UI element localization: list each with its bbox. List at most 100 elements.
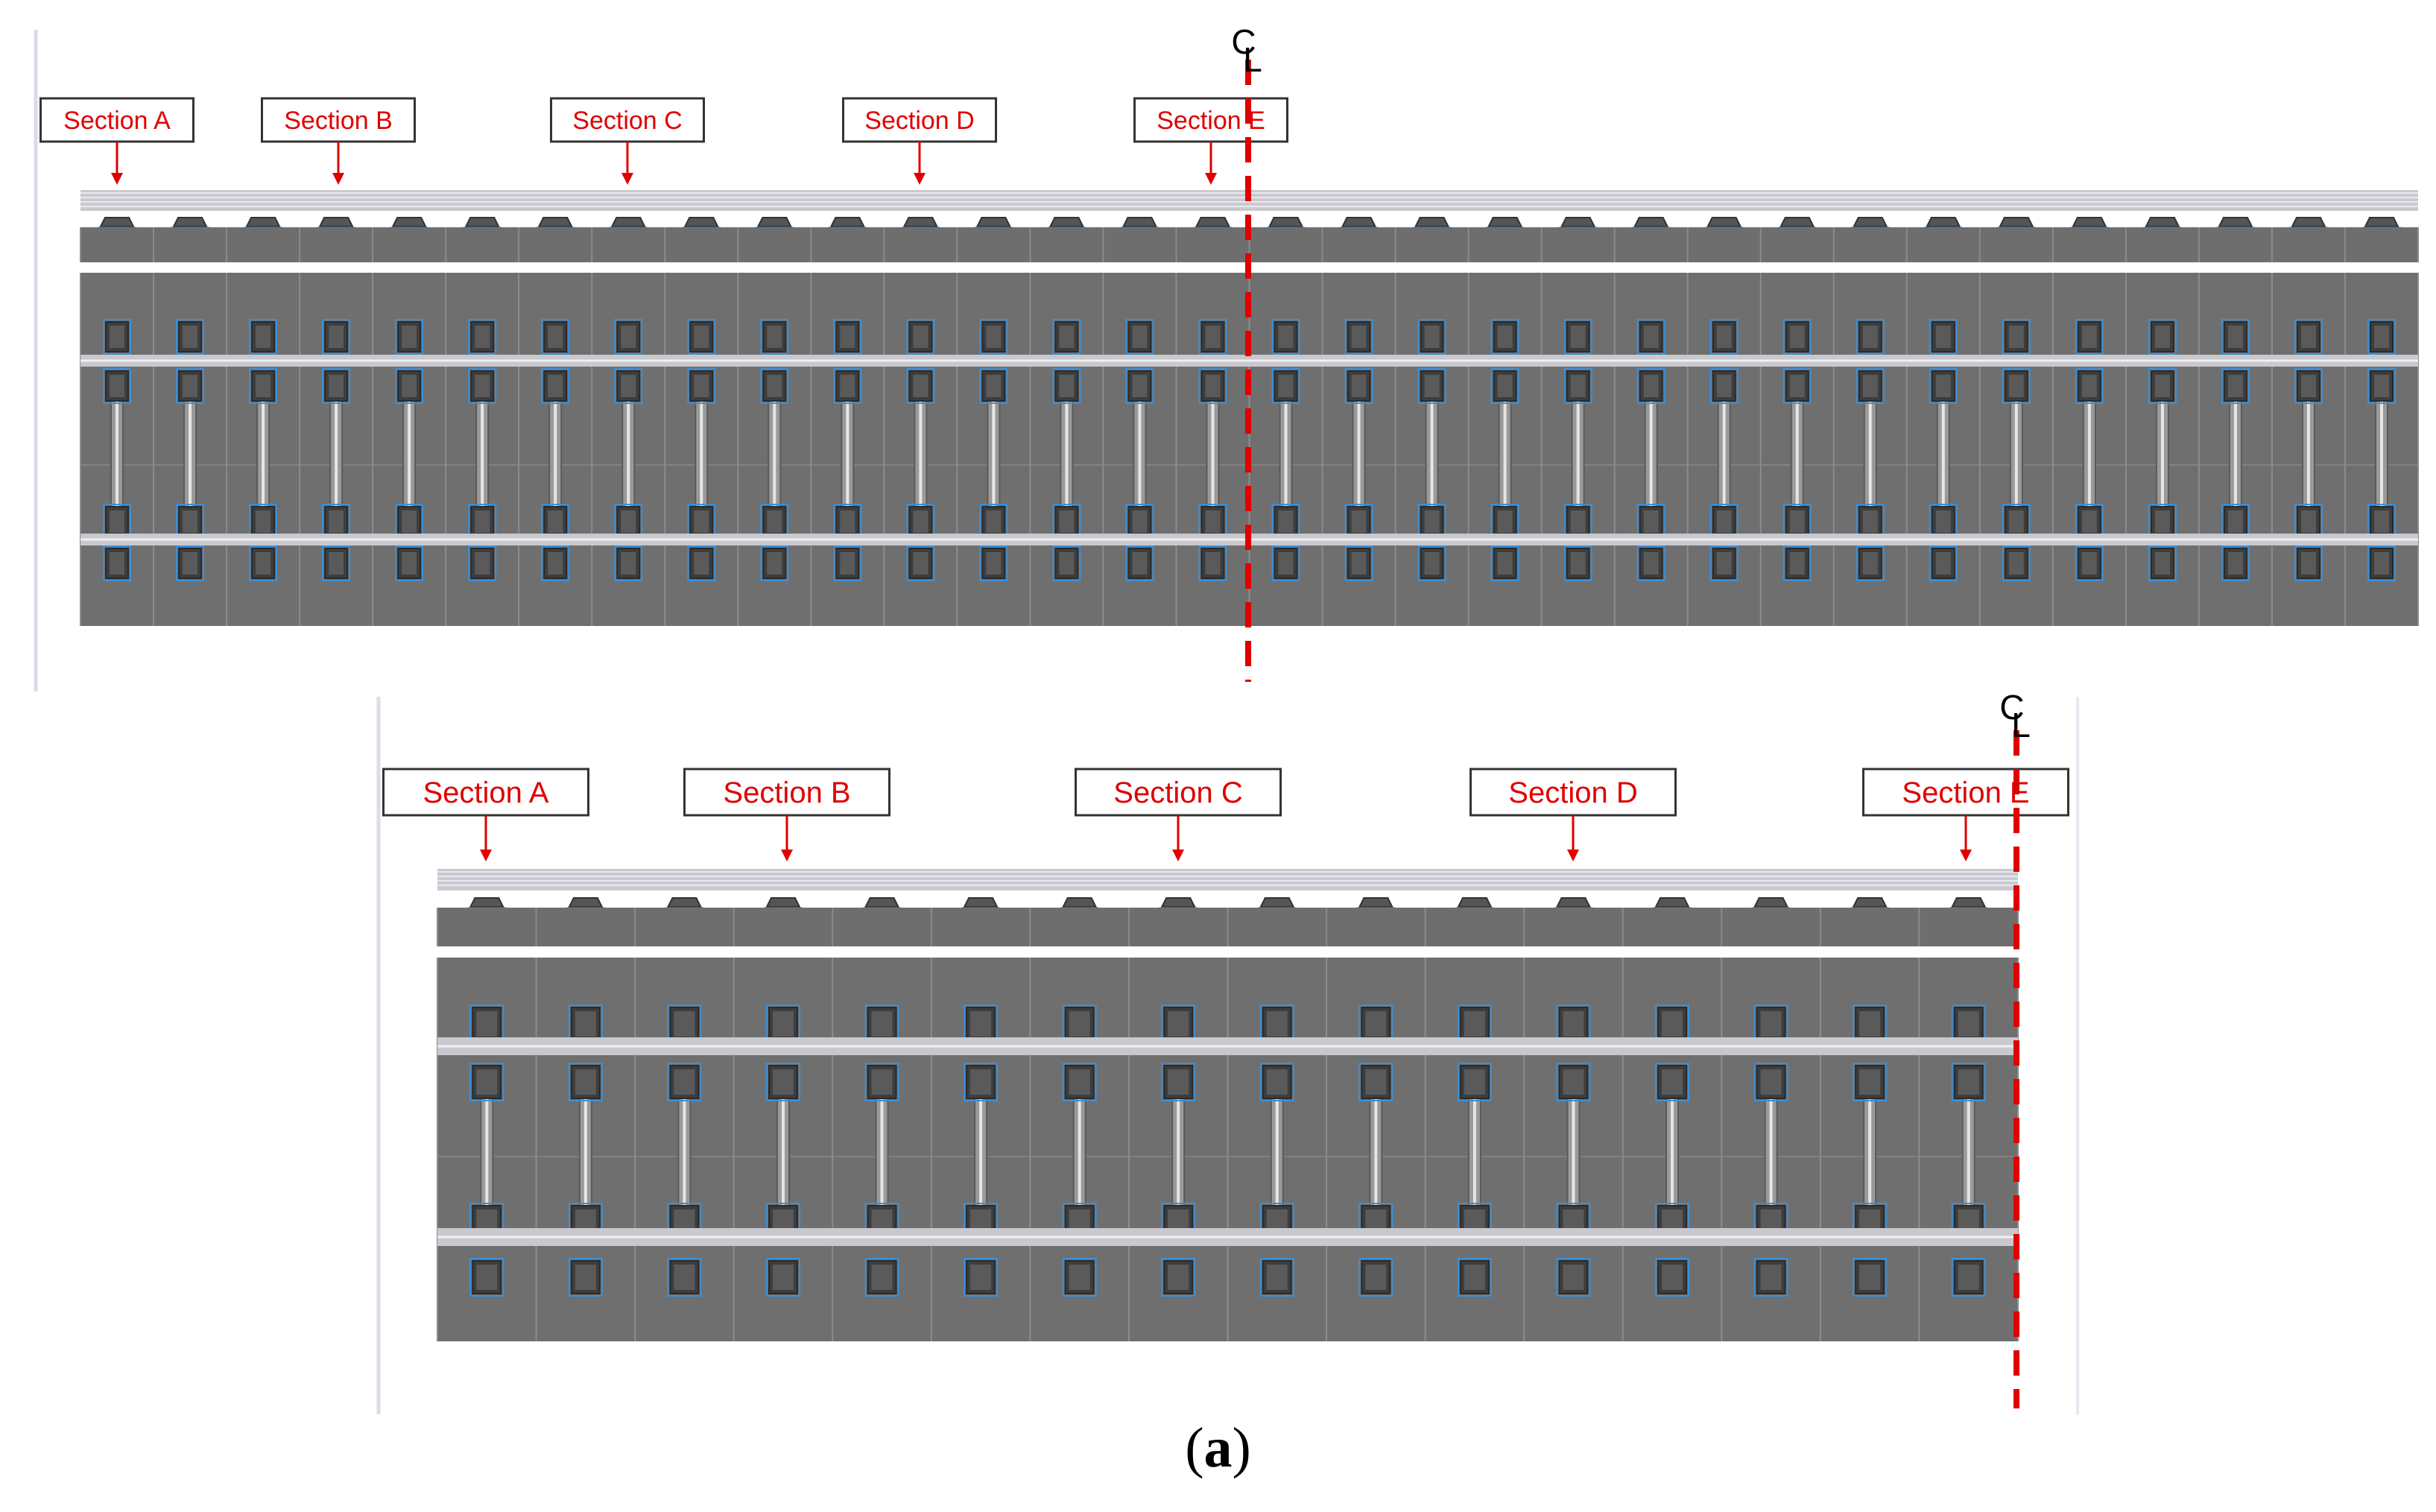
fastener-inner	[2300, 326, 2316, 348]
fastener-inner	[1862, 375, 1878, 397]
fastener-outline	[1782, 368, 1812, 404]
fastener-outline	[322, 545, 351, 581]
fastener-inner	[575, 1069, 596, 1095]
section-arrow-head	[332, 173, 344, 185]
fastener-inner	[475, 510, 490, 533]
fastener-inner	[694, 552, 709, 575]
fastener-inner	[329, 326, 344, 348]
fastener-inner	[1570, 552, 1586, 575]
fastener-outline	[1161, 1063, 1196, 1101]
rail-pad	[391, 217, 427, 227]
fastener-outline	[103, 319, 132, 355]
fastener-outline	[1856, 319, 1885, 355]
rail-pad	[864, 897, 900, 908]
fastener-inner	[1464, 1011, 1485, 1037]
section-label-box	[382, 768, 589, 817]
fastener-outline	[760, 319, 789, 355]
section-label-a: Section A	[39, 97, 194, 185]
fastener-inner	[476, 1011, 498, 1037]
fastener-inner	[1059, 375, 1075, 397]
fastener-outline	[541, 319, 570, 355]
fastener-outline	[1556, 1063, 1591, 1101]
fastener-inner	[256, 326, 271, 348]
fastener-inner	[2008, 552, 2024, 575]
fastener-inner	[1497, 326, 1513, 348]
fastener-outline	[864, 1063, 899, 1101]
fastener-outline	[2367, 545, 2396, 581]
fastener-inner	[1069, 1011, 1090, 1037]
fastener-inner	[913, 326, 928, 348]
section-label-text: Section A	[423, 776, 548, 809]
fastener-inner	[1278, 375, 1294, 397]
fastener-inner	[1563, 1265, 1584, 1290]
fastener-outline	[2075, 368, 2104, 404]
fastener-outline	[979, 545, 1008, 581]
fastener-inner	[1958, 1265, 1979, 1290]
rail-pad	[765, 897, 801, 908]
fastener-outline	[2075, 545, 2104, 581]
fastener-outline	[2367, 319, 2396, 355]
fastener-inner	[1168, 1265, 1189, 1290]
rail-pad	[1341, 217, 1377, 227]
fastener-outline	[667, 1258, 702, 1297]
fastener-outline	[964, 1063, 999, 1101]
section-label-text: Section D	[864, 107, 974, 135]
fastener-inner	[970, 1265, 992, 1290]
fastener-inner	[475, 552, 490, 575]
rail-pad	[1160, 897, 1196, 908]
fastener-inner	[1662, 1265, 1683, 1290]
fastener-outline	[1271, 368, 1300, 404]
section-label-e: Section E	[1133, 97, 1288, 185]
fastener-outline	[395, 545, 424, 581]
section-label-text: Section E	[1902, 776, 2029, 809]
fastener-outline	[1125, 545, 1154, 581]
fastener-outline	[1062, 1258, 1097, 1297]
rail-pad	[1654, 897, 1690, 908]
fastener-inner	[1424, 552, 1440, 575]
fastener-inner	[1716, 375, 1732, 397]
rail-pad	[610, 217, 646, 227]
fastener-inner	[772, 1265, 794, 1290]
fastener-outline	[687, 368, 716, 404]
fastener-inner	[1059, 326, 1075, 348]
fastener-inner	[2373, 326, 2389, 348]
fastener-inner	[772, 1011, 794, 1037]
section-arrow-head	[111, 173, 123, 185]
fastener-outline	[322, 319, 351, 355]
fastener-inner	[2300, 552, 2316, 575]
fastener-inner	[1716, 510, 1732, 533]
fastener-outline	[1490, 319, 1519, 355]
fastener-outline	[1358, 1258, 1393, 1297]
fastener-inner	[1278, 552, 1294, 575]
fastener-inner	[694, 375, 709, 397]
fastener-inner	[2227, 552, 2243, 575]
section-label-box	[842, 97, 997, 143]
fastener-inner	[767, 375, 782, 397]
rail-pad	[2218, 217, 2253, 227]
fastener-inner	[1424, 510, 1440, 533]
fastener-outline	[1655, 1063, 1690, 1101]
fastener-inner	[1862, 326, 1878, 348]
section-label-text: Section C	[572, 107, 682, 135]
rail-pad	[1457, 897, 1493, 908]
fastener-inner	[1570, 375, 1586, 397]
fastener-inner	[767, 510, 782, 533]
fastener-outline	[614, 368, 643, 404]
fastener-inner	[1497, 510, 1513, 533]
fastener-inner	[476, 1069, 498, 1095]
fastener-inner	[1497, 552, 1513, 575]
fastener-inner	[2008, 375, 2024, 397]
fastener-outline	[1490, 368, 1519, 404]
section-arrow-head	[1960, 850, 1972, 861]
fastener-inner	[621, 552, 636, 575]
fastener-inner	[575, 1011, 596, 1037]
rail-pad	[1487, 217, 1523, 227]
fastener-outline	[176, 319, 205, 355]
section-arrow-head	[914, 173, 926, 185]
fastener-outline	[1344, 319, 1373, 355]
fastener-outline	[541, 545, 570, 581]
fastener-inner	[1464, 1265, 1485, 1290]
fastener-outline	[1125, 319, 1154, 355]
